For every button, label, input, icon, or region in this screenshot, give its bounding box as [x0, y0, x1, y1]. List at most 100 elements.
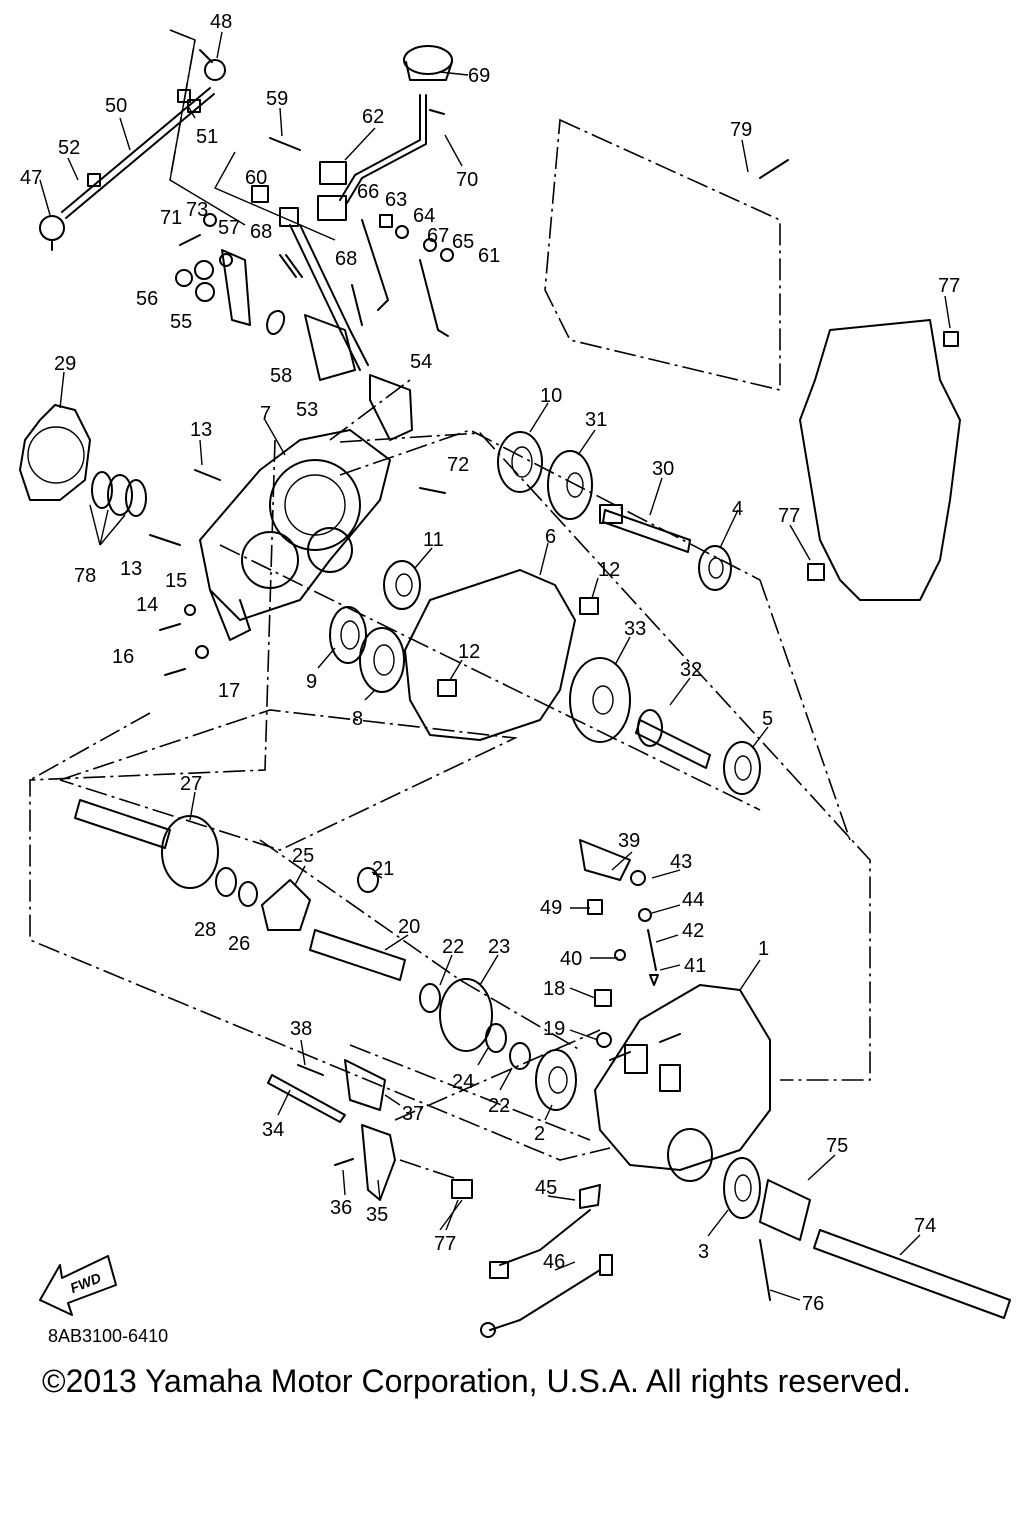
leader-lines [39, 31, 951, 1301]
gasket-6 [404, 569, 576, 741]
callout-12-a: 12 [598, 559, 620, 581]
callout-37: 37 [402, 1103, 424, 1125]
callout-50: 50 [105, 95, 127, 117]
callout-14: 14 [136, 594, 158, 616]
callout-43: 43 [670, 851, 692, 873]
callout-7: 7 [260, 403, 271, 425]
callout-40: 40 [560, 948, 582, 970]
callout-68-b: 68 [335, 248, 357, 270]
callout-39: 39 [618, 830, 640, 852]
callout-1: 1 [758, 938, 769, 960]
callout-22-b: 22 [488, 1095, 510, 1117]
callout-71: 71 [160, 207, 182, 229]
callout-18: 18 [543, 978, 565, 1000]
main-shaft-assembly [74, 799, 577, 1111]
callout-10: 10 [540, 385, 562, 407]
callout-53: 53 [296, 399, 318, 421]
callout-23: 23 [488, 936, 510, 958]
callout-11: 11 [423, 529, 444, 551]
callout-45: 45 [535, 1177, 557, 1199]
callout-69: 69 [468, 65, 490, 87]
callout-20: 20 [398, 916, 420, 938]
gear-and-shaft-32-33 [569, 657, 761, 795]
callout-77-c: 77 [434, 1233, 456, 1255]
callout-74: 74 [914, 1215, 936, 1237]
callout-56: 56 [136, 288, 158, 310]
gear-and-shaft-30-31 [547, 450, 732, 591]
callout-79: 79 [730, 119, 752, 141]
callout-47: 47 [20, 167, 42, 189]
callout-6: 6 [545, 526, 556, 548]
callout-61: 61 [478, 245, 500, 267]
callout-60: 60 [245, 167, 267, 189]
callout-42: 42 [682, 920, 704, 942]
callout-64: 64 [413, 205, 435, 227]
callout-labels: 1 2 3 4 5 6 7 8 9 10 11 12 12 13 13 14 1… [20, 11, 960, 1315]
callout-4: 4 [732, 498, 743, 520]
callout-26: 26 [228, 933, 250, 955]
callout-28: 28 [194, 919, 216, 941]
callout-41: 41 [684, 955, 706, 977]
callout-3: 3 [698, 1241, 709, 1263]
callout-51: 51 [196, 126, 218, 148]
callout-9: 9 [306, 671, 317, 693]
callout-75: 75 [826, 1135, 848, 1157]
crankcase-1 [579, 839, 771, 1182]
callout-12-b: 12 [458, 641, 480, 663]
callout-77-a: 77 [938, 275, 960, 297]
output-shaft-assembly [723, 1157, 1011, 1319]
reference-code: 8AB3100-6410 [48, 1326, 168, 1346]
callout-21: 21 [372, 858, 394, 880]
callout-73: 73 [186, 199, 208, 221]
callout-30: 30 [652, 458, 674, 480]
gasket-29 [19, 404, 91, 501]
cover-panel-outline [544, 118, 781, 392]
callout-62: 62 [362, 106, 384, 128]
callout-58: 58 [270, 365, 292, 387]
callout-72: 72 [447, 454, 469, 476]
callout-68-a: 68 [250, 221, 272, 243]
callout-27: 27 [180, 773, 202, 795]
shift-pawl-assembly [175, 213, 413, 441]
callout-5: 5 [762, 708, 773, 730]
callout-32: 32 [680, 659, 702, 681]
callout-33: 33 [624, 618, 646, 640]
callout-63: 63 [385, 189, 407, 211]
callout-15: 15 [165, 570, 187, 592]
shift-fork-assembly [267, 1059, 473, 1201]
assembly-lines [29, 29, 871, 1181]
callout-49: 49 [540, 897, 562, 919]
crankcase-cover-7 [149, 429, 446, 676]
shift-rod-assembly [39, 49, 226, 251]
callout-24: 24 [452, 1071, 474, 1093]
callout-48: 48 [210, 11, 232, 33]
callout-55: 55 [170, 311, 192, 333]
callout-29: 29 [54, 353, 76, 375]
callout-67: 67 [427, 225, 449, 247]
fwd-arrow [39, 1255, 117, 1316]
callout-16: 16 [112, 646, 134, 668]
shift-lever-assembly [179, 45, 454, 371]
sensor-harness [480, 1184, 613, 1338]
callout-22-a: 22 [442, 936, 464, 958]
callout-66: 66 [357, 181, 379, 203]
callout-13-b: 13 [120, 558, 142, 580]
callout-65: 65 [452, 231, 474, 253]
callout-78: 78 [74, 565, 96, 587]
callout-70: 70 [456, 169, 478, 191]
copyright-notice: ©2013 Yamaha Motor Corporation, U.S.A. A… [42, 1363, 911, 1399]
callout-25: 25 [292, 845, 314, 867]
callout-44: 44 [682, 889, 704, 911]
callout-34: 34 [262, 1119, 284, 1141]
callout-52: 52 [58, 137, 80, 159]
callout-57: 57 [218, 217, 240, 239]
callout-13-a: 13 [190, 419, 212, 441]
callout-8: 8 [352, 708, 363, 730]
callout-46: 46 [543, 1251, 565, 1273]
callout-38: 38 [290, 1018, 312, 1040]
callout-2: 2 [534, 1123, 545, 1145]
callout-77-b: 77 [778, 505, 800, 527]
callout-59: 59 [266, 88, 288, 110]
callout-76: 76 [802, 1293, 824, 1315]
